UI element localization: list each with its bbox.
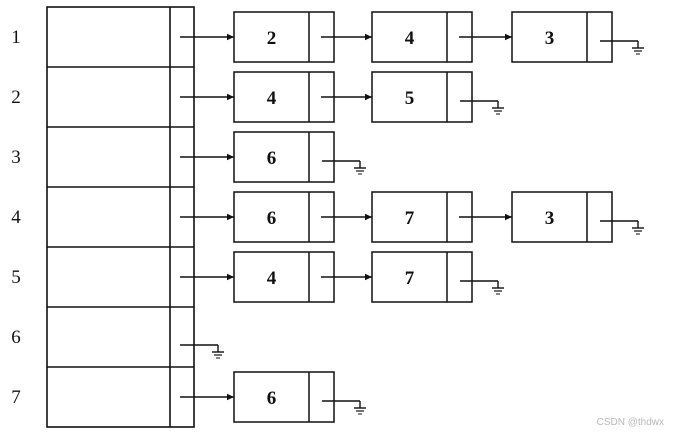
vertex-row-4: 4 6 7 3 xyxy=(11,186,644,243)
node-value: 3 xyxy=(545,28,555,49)
vertex-label: 4 xyxy=(11,207,21,228)
vertex-row-1: 1 2 4 3 xyxy=(11,11,644,63)
adjacency-node: 6 xyxy=(233,131,366,183)
adjacency-node: 4 xyxy=(233,251,372,303)
node-value: 3 xyxy=(545,208,555,229)
vertex-label: 5 xyxy=(11,267,21,288)
adjacency-node: 7 xyxy=(371,251,504,303)
vertex-row-6: 6 xyxy=(11,306,224,359)
node-value: 7 xyxy=(405,208,415,229)
node-value: 7 xyxy=(405,268,415,289)
adjacency-node: 5 xyxy=(371,71,504,123)
node-value: 6 xyxy=(267,208,277,229)
adjacency-node: 4 xyxy=(371,11,512,63)
node-box xyxy=(371,191,473,243)
vertex-label: 1 xyxy=(11,27,21,48)
watermark: CSDN @thdwx xyxy=(596,417,664,428)
adjacency-node: 3 xyxy=(511,191,644,243)
node-box xyxy=(233,131,335,183)
node-value: 4 xyxy=(267,268,277,289)
vertex-row-2: 2 4 5 xyxy=(11,66,504,123)
node-value: 5 xyxy=(405,88,415,109)
node-box xyxy=(233,11,335,63)
vertex-row-5: 5 4 7 xyxy=(11,246,504,303)
node-box xyxy=(511,11,613,63)
node-box xyxy=(371,251,473,303)
vertex-label: 2 xyxy=(11,87,21,108)
vertex-array-frame xyxy=(46,6,195,428)
node-box xyxy=(371,11,473,63)
node-value: 6 xyxy=(267,148,277,169)
node-box xyxy=(371,71,473,123)
node-box xyxy=(233,71,335,123)
node-value: 4 xyxy=(267,88,277,109)
node-box xyxy=(511,191,613,243)
adjacency-node: 6 xyxy=(233,191,372,243)
adjacency-node: 6 xyxy=(233,371,366,423)
adjacency-node: 3 xyxy=(511,11,644,63)
node-box xyxy=(233,191,335,243)
adjacency-node: 4 xyxy=(233,71,372,123)
node-value: 4 xyxy=(405,28,415,49)
vertex-label: 7 xyxy=(11,387,21,408)
vertex-label: 3 xyxy=(11,147,21,168)
node-value: 2 xyxy=(267,28,277,49)
node-box xyxy=(233,371,335,423)
node-value: 6 xyxy=(267,388,277,409)
adjacency-node: 7 xyxy=(371,191,512,243)
vertex-label: 6 xyxy=(11,327,21,348)
adjacency-node: 2 xyxy=(233,11,372,63)
node-box xyxy=(233,251,335,303)
